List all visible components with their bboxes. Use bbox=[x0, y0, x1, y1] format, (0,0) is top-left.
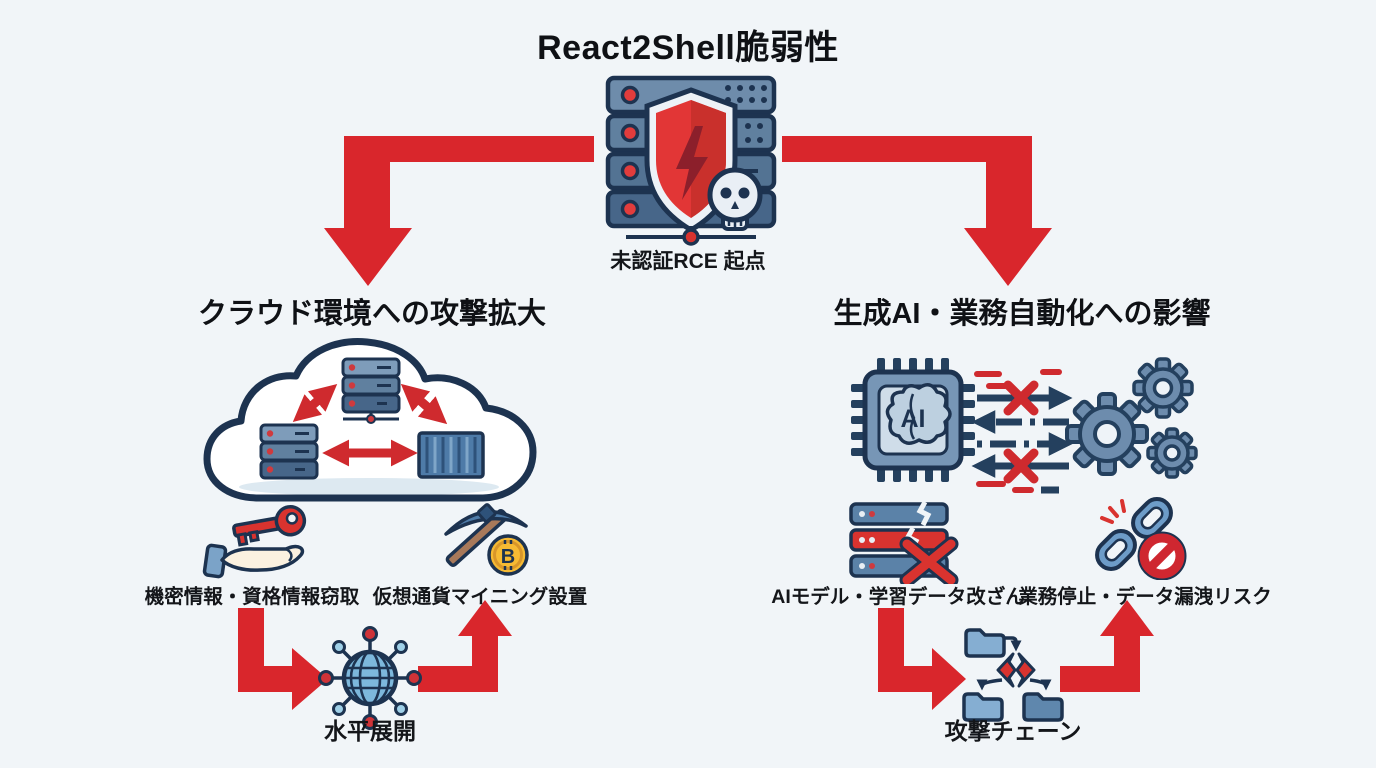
open-hand-icon bbox=[202, 543, 305, 579]
left-cycle-label: 水平展開 bbox=[324, 718, 416, 744]
disrupted-dataflow-icon bbox=[971, 369, 1073, 494]
key-icon bbox=[232, 504, 307, 547]
left-cycle-down-arrow bbox=[238, 608, 328, 710]
pickaxe-head bbox=[444, 510, 528, 536]
bitcoin-icon: B bbox=[487, 534, 529, 576]
prohibition-icon bbox=[1137, 531, 1187, 580]
gear-small-top-icon bbox=[1132, 357, 1194, 419]
left-outcome-1-label: 機密情報・資格情報窃取 bbox=[144, 586, 360, 608]
right-outcome-2-label: 業務停止・データ漏洩リスク bbox=[1018, 586, 1272, 608]
red-x-icon bbox=[902, 539, 956, 584]
ai-chip-gears-icon: AI bbox=[851, 357, 1198, 494]
svg-text:B: B bbox=[501, 546, 515, 568]
cloud-server-top bbox=[341, 357, 401, 424]
globe-network-icon bbox=[318, 626, 422, 730]
svg-text:AI: AI bbox=[901, 405, 926, 433]
folder-bottom-right bbox=[1022, 692, 1064, 722]
left-branch-heading: クラウド環境への攻撃拡大 bbox=[197, 298, 546, 330]
red-x-marks bbox=[1003, 380, 1039, 484]
break-sparks bbox=[1100, 499, 1126, 524]
compromised-server-icon bbox=[605, 75, 777, 246]
pickaxe-bitcoin-icon: B bbox=[444, 503, 529, 576]
broken-chain-icon bbox=[1095, 497, 1187, 580]
brain-icon bbox=[885, 383, 952, 445]
skull-icon bbox=[707, 167, 763, 231]
key-in-hand-icon bbox=[202, 504, 307, 579]
right-cycle-label: 攻撃チェーン bbox=[944, 718, 1082, 744]
left-outcome-2-label: 仮想通貨マイニング設置 bbox=[372, 586, 588, 608]
branch-arrow-right bbox=[782, 136, 1052, 286]
right-cycle-down-arrow bbox=[878, 608, 966, 710]
left-cycle-up-arrow bbox=[418, 600, 512, 692]
ai-chip-icon: AI bbox=[851, 358, 975, 482]
cloud-servers-icon bbox=[203, 338, 537, 502]
right-cycle-up-arrow bbox=[1060, 600, 1154, 692]
folder-bottom-left bbox=[962, 692, 1004, 722]
gear-small-bottom-icon bbox=[1146, 427, 1198, 479]
branch-arrow-left bbox=[324, 136, 594, 286]
right-branch-heading: 生成AI・業務自動化への影響 bbox=[833, 298, 1211, 330]
right-outcome-1-label: AIモデル・学習データ改ざん bbox=[771, 586, 1025, 608]
page-title: React2Shell脆弱性 bbox=[537, 29, 839, 67]
corrupted-database-icon bbox=[849, 500, 959, 584]
gear-large-icon bbox=[1065, 392, 1149, 476]
folder-top bbox=[964, 628, 1006, 658]
cloud-server-left bbox=[259, 423, 319, 480]
root-node-label: 未認証RCE 起点 bbox=[610, 250, 766, 273]
cloud-container bbox=[417, 431, 485, 479]
broken-link-diamond bbox=[996, 652, 1036, 688]
attack-chain-folders-icon bbox=[962, 628, 1064, 722]
